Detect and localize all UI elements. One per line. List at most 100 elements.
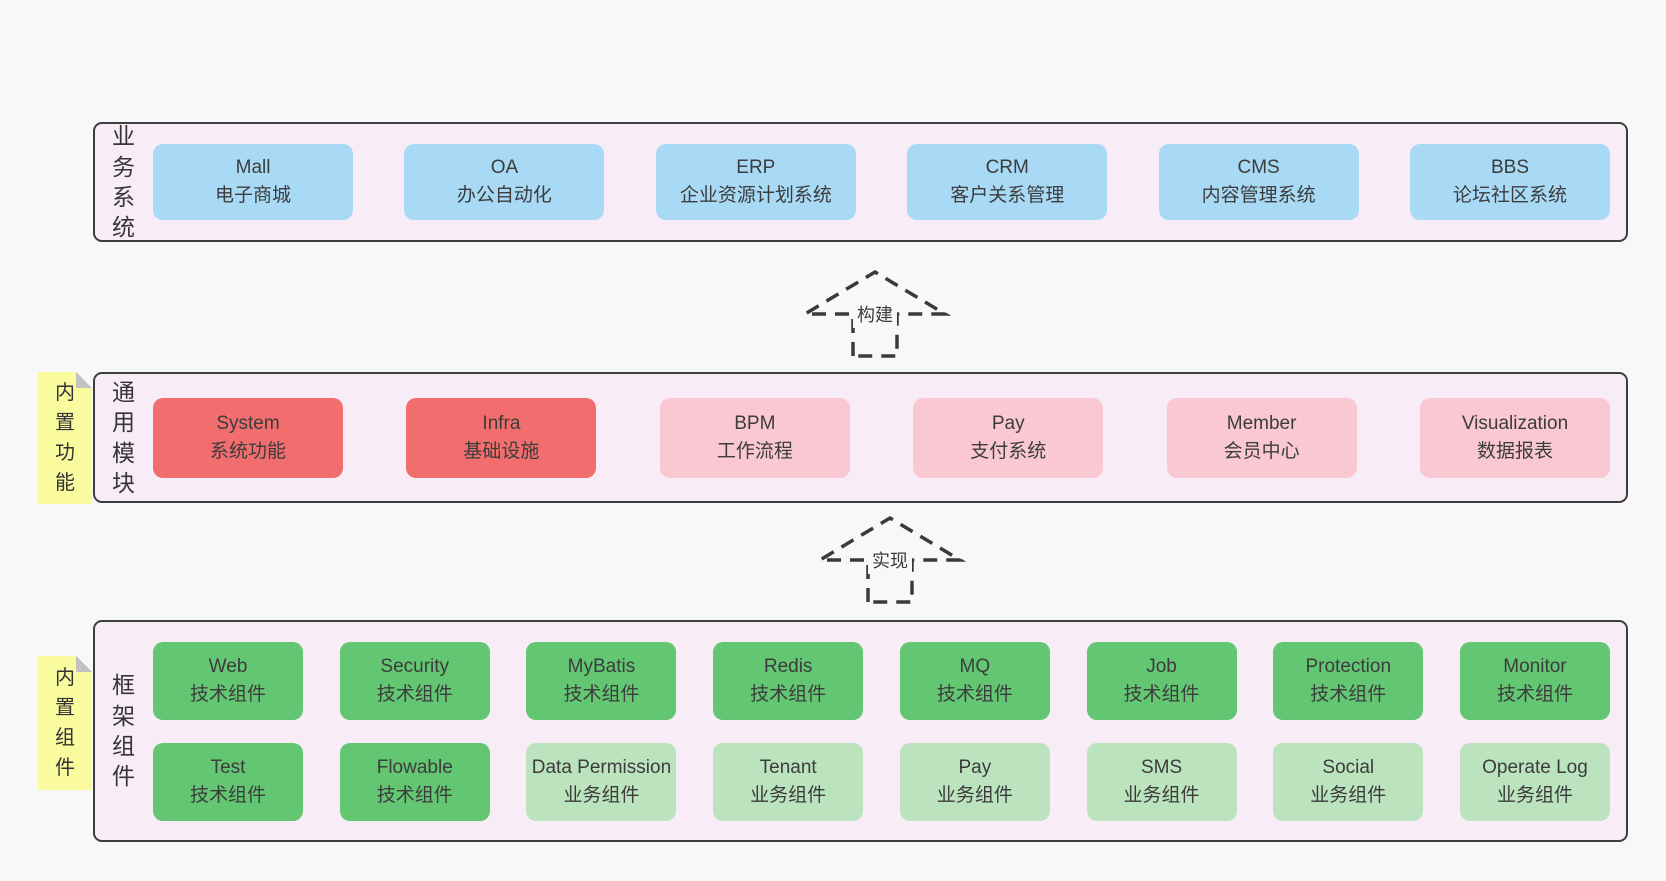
box-name: Mall (235, 157, 271, 179)
box-name: Operate Log (1482, 756, 1588, 778)
box-desc: 技术组件 (750, 683, 827, 705)
box-sms: SMS 业务组件 (1086, 742, 1237, 821)
box-desc: 技术组件 (1310, 683, 1387, 705)
box-desc: 技术组件 (190, 683, 267, 705)
box-name: MyBatis (567, 655, 636, 677)
band-business-systems: 业务系统 Mall 电子商城 OA 办公自动化 ERP 企业资源计划系统 CRM… (93, 122, 1628, 242)
band-business-systems-label: 业务系统 (112, 123, 136, 241)
box-name: SMS (1140, 756, 1183, 778)
box-desc: 技术组件 (1123, 683, 1200, 705)
box-system: System 系统功能 (153, 397, 344, 478)
components-row-2: Test 技术组件 Flowable 技术组件 Data Permission … (153, 742, 1610, 821)
band-common-modules: 通用模块 System 系统功能 Infra 基础设施 BPM 工作流程 Pay… (93, 372, 1628, 503)
box-desc: 电子商城 (215, 185, 292, 206)
box-desc: 支付系统 (970, 440, 1047, 462)
box-desc: 系统功能 (210, 440, 287, 462)
arrow-build: 构建 (795, 266, 955, 358)
up-arrow-icon (798, 269, 952, 358)
box-bbs: BBS 论坛社区系统 (1410, 144, 1610, 220)
box-desc: 业务组件 (750, 784, 827, 806)
box-redis: Redis 技术组件 (713, 641, 864, 720)
box-name: Data Permission (531, 756, 672, 778)
sticky-built-in-features: 内置功能 (38, 372, 92, 504)
box-flowable: Flowable 技术组件 (339, 742, 490, 821)
box-desc: 工作流程 (716, 440, 793, 462)
box-name: Job (1146, 655, 1177, 677)
box-job: Job 技术组件 (1086, 641, 1237, 720)
box-operate-log: Operate Log 业务组件 (1459, 742, 1610, 821)
box-name: System (216, 412, 280, 434)
box-data-permission: Data Permission 业务组件 (526, 742, 677, 821)
box-name: Pay (991, 412, 1025, 434)
box-name: OA (490, 157, 519, 179)
box-desc: 技术组件 (376, 683, 453, 705)
box-oa: OA 办公自动化 (404, 144, 605, 220)
box-name: Web (208, 655, 248, 677)
box-desc: 技术组件 (190, 784, 267, 806)
box-name: Security (380, 655, 450, 677)
band-business-systems-content: Mall 电子商城 OA 办公自动化 ERP 企业资源计划系统 CRM 客户关系… (139, 124, 1626, 240)
box-name: Flowable (376, 756, 453, 778)
box-name: Tenant (759, 756, 817, 778)
box-desc: 企业资源计划系统 (679, 185, 832, 206)
sticky-label: 内置功能 (55, 382, 75, 494)
box-name: BBS (1490, 157, 1530, 179)
box-tenant: Tenant 业务组件 (713, 742, 864, 821)
box-crm: CRM 客户关系管理 (907, 144, 1108, 220)
box-mybatis: MyBatis 技术组件 (526, 641, 677, 720)
box-infra: Infra 基础设施 (406, 397, 597, 478)
box-protection: Protection 技术组件 (1273, 641, 1424, 720)
box-monitor: Monitor 技术组件 (1459, 641, 1610, 720)
box-erp: ERP 企业资源计划系统 (655, 144, 856, 220)
box-desc: 基础设施 (463, 440, 540, 462)
box-social: Social 业务组件 (1273, 742, 1424, 821)
box-name: Redis (763, 655, 813, 677)
box-mq: MQ 技术组件 (899, 641, 1050, 720)
box-cms: CMS 内容管理系统 (1158, 144, 1359, 220)
box-desc: 数据报表 (1476, 440, 1553, 462)
arrow-implement-label: 实现 (868, 546, 912, 574)
sticky-built-in-components: 内置组件 (38, 656, 92, 790)
band-common-modules-label: 通用模块 (112, 378, 136, 496)
box-name: Visualization (1461, 412, 1569, 434)
box-name: BPM (734, 412, 776, 434)
box-pay-module: Pay 支付系统 (913, 397, 1104, 478)
box-desc: 业务组件 (563, 784, 640, 806)
box-security: Security 技术组件 (339, 641, 490, 720)
box-name: Protection (1305, 655, 1392, 677)
box-name: Test (210, 756, 246, 778)
arrow-implement: 实现 (810, 512, 970, 604)
box-bpm: BPM 工作流程 (659, 397, 850, 478)
box-desc: 论坛社区系统 (1452, 185, 1567, 206)
box-desc: 业务组件 (1310, 784, 1387, 806)
box-name: Social (1322, 756, 1375, 778)
box-desc: 业务组件 (1123, 784, 1200, 806)
box-desc: 客户关系管理 (950, 185, 1065, 206)
box-visualization: Visualization 数据报表 (1420, 397, 1610, 478)
box-name: Infra (482, 412, 521, 434)
box-desc: 办公自动化 (456, 185, 552, 206)
folded-corner-icon (76, 656, 92, 672)
box-name: Member (1226, 412, 1297, 434)
box-member: Member 会员中心 (1166, 397, 1357, 478)
box-mall: Mall 电子商城 (153, 144, 354, 220)
box-web: Web 技术组件 (153, 641, 304, 720)
box-desc: 技术组件 (1496, 683, 1573, 705)
folded-corner-icon (76, 372, 92, 388)
box-name: CMS (1237, 157, 1280, 179)
box-name: Pay (958, 756, 992, 778)
box-pay-component: Pay 业务组件 (899, 742, 1050, 821)
box-name: CRM (985, 157, 1029, 179)
box-test: Test 技术组件 (153, 742, 304, 821)
box-desc: 技术组件 (376, 784, 453, 806)
arrow-build-label: 构建 (853, 300, 897, 328)
box-name: ERP (736, 157, 776, 179)
sticky-label: 内置组件 (55, 667, 75, 779)
components-row-1: Web 技术组件 Security 技术组件 MyBatis 技术组件 Redi… (153, 641, 1610, 720)
up-arrow-icon (813, 515, 967, 604)
box-desc: 业务组件 (1496, 784, 1573, 806)
box-name: MQ (959, 655, 991, 677)
box-desc: 技术组件 (936, 683, 1013, 705)
box-desc: 业务组件 (936, 784, 1013, 806)
